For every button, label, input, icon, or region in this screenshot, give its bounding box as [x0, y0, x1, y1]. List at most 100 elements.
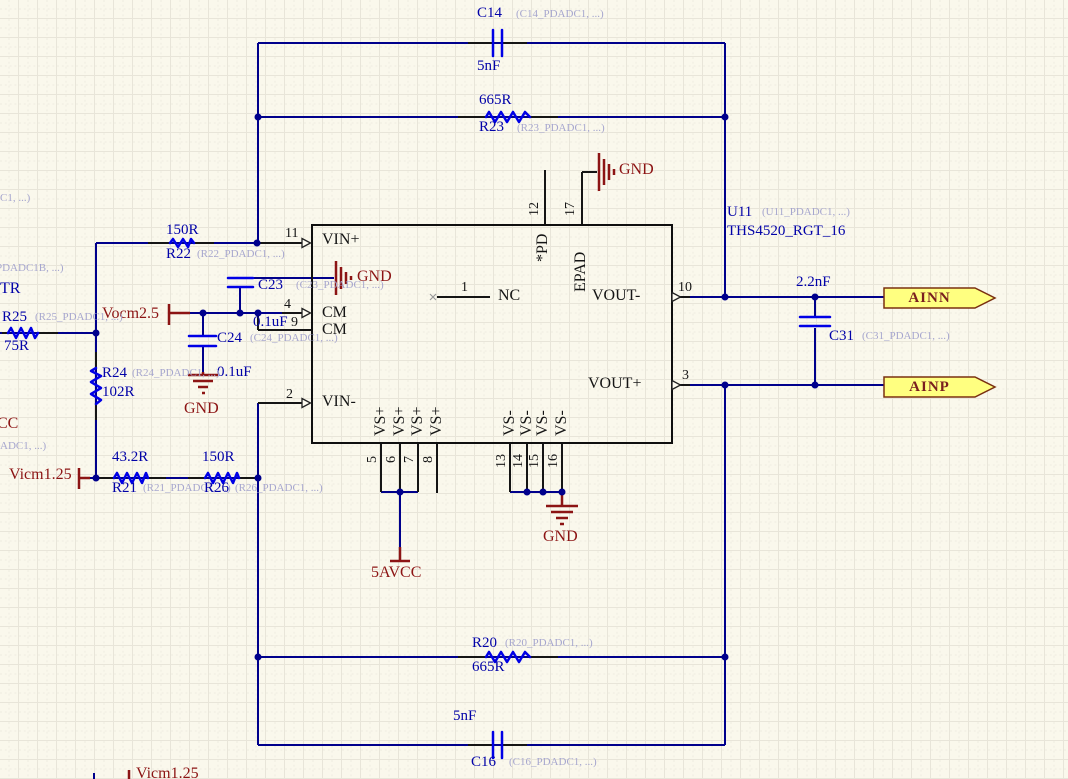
pin-num-2: 2: [286, 387, 293, 402]
capacitor-C24-icon[interactable]: [187, 334, 218, 348]
netlabel-vicm-tick[interactable]: [77, 468, 90, 489]
resistor-R23-icon[interactable]: [484, 110, 532, 124]
capacitor-C23-icon[interactable]: [226, 276, 255, 289]
pin-name-vinm: VIN-: [322, 393, 356, 410]
port-ainp-label[interactable]: AINP: [909, 379, 950, 395]
fragment-top-left: C1, ...): [0, 192, 31, 204]
netlabel-vocm-tick[interactable]: [167, 304, 190, 325]
pin-num-10: 10: [678, 280, 692, 295]
pin-name-cm2: CM: [322, 321, 347, 338]
gnd-c24-label[interactable]: GND: [184, 400, 219, 417]
ref-R24[interactable]: R24: [102, 365, 128, 381]
pin-name-nc: NC: [498, 287, 521, 304]
pin-name-vsm4: VS-: [553, 410, 570, 436]
ref-U11[interactable]: U11: [727, 204, 753, 220]
junction-dot: [254, 309, 262, 317]
ref-R23[interactable]: R23: [479, 119, 505, 135]
pin-name-vsm1: VS-: [501, 410, 518, 436]
val-R25[interactable]: 75R: [4, 338, 30, 354]
pin-num-4: 4: [284, 297, 291, 312]
val-C31[interactable]: 2.2nF: [796, 274, 831, 290]
ref-C14[interactable]: C14: [477, 5, 503, 21]
note-R21: (R21_PDADC1, ...): [143, 482, 231, 494]
pin-num-1: 1: [461, 280, 468, 295]
resistor-R26-icon[interactable]: [203, 471, 241, 485]
pin-name-vinp: VIN+: [322, 231, 360, 248]
port-ainn-shape[interactable]: [883, 287, 997, 309]
gnd-c24-icon[interactable]: [188, 372, 218, 395]
ref-C23[interactable]: C23: [258, 277, 284, 293]
ref-R26[interactable]: R26: [204, 480, 230, 496]
fragment-net-tr[interactable]: TR: [0, 280, 21, 297]
pin-name-vsp4: VS+: [428, 406, 445, 436]
capacitor-C14-icon[interactable]: [491, 28, 504, 58]
val-C14[interactable]: 5nF: [477, 58, 501, 74]
note-C31: (C31_PDADC1, ...): [862, 330, 950, 342]
pin-num-12: 12: [527, 202, 542, 216]
val-C24[interactable]: 0.1uF: [217, 364, 252, 380]
resistor-R20-icon[interactable]: [484, 650, 532, 664]
fragment-mid-note: PDADC1B, ...): [0, 262, 64, 274]
pin-num-16: 16: [546, 454, 561, 468]
val-R20[interactable]: 665R: [472, 659, 505, 675]
val-C23[interactable]: 0.1uF: [253, 314, 288, 330]
pin-name-voutp: VOUT+: [588, 375, 642, 392]
port-ainn-label[interactable]: AINN: [908, 290, 951, 306]
val-C16[interactable]: 5nF: [453, 708, 477, 724]
val-R24[interactable]: 102R: [102, 384, 135, 400]
pin2-arrow-icon: [301, 397, 312, 409]
gnd-c23-label[interactable]: GND: [357, 268, 392, 285]
val-R21[interactable]: 43.2R: [112, 449, 149, 465]
netlabel-vicm[interactable]: Vicm1.25: [9, 466, 72, 483]
capacitor-C16-icon[interactable]: [491, 730, 504, 760]
fragment-bottom-net[interactable]: Vicm1.25: [136, 765, 199, 779]
resistor-R21-icon[interactable]: [112, 471, 150, 485]
gnd-c23-icon[interactable]: [334, 261, 353, 295]
note-C23: (C23_PDADC1, ...): [296, 279, 384, 291]
val-R23[interactable]: 665R: [479, 92, 512, 108]
pin-num-14: 14: [511, 454, 526, 468]
gnd-epad-label[interactable]: GND: [619, 161, 654, 178]
resistor-R22-icon[interactable]: [168, 237, 196, 249]
ref-C31[interactable]: C31: [829, 328, 855, 344]
junction-dot: [539, 488, 547, 496]
pin-num-17: 17: [563, 202, 578, 216]
fragment-net-cc[interactable]: CC: [0, 415, 19, 432]
val-R26[interactable]: 150R: [202, 449, 235, 465]
wire-vout-plus[interactable]: [688, 328, 884, 386]
pin-num-3: 3: [682, 368, 689, 383]
gnd-vs-label[interactable]: GND: [543, 528, 578, 545]
gnd-epad-icon[interactable]: [597, 153, 616, 191]
ref-R20[interactable]: R20: [472, 635, 498, 651]
note-C16: (C16_PDADC1, ...): [509, 756, 597, 768]
power-5avcc-icon[interactable]: [390, 547, 410, 563]
port-ainp-shape[interactable]: [883, 376, 997, 398]
note-R23: (R23_PDADC1, ...): [517, 122, 605, 134]
pin-name-voutm: VOUT-: [592, 287, 641, 304]
gnd-vs-icon[interactable]: [546, 493, 578, 526]
ic-u11-body[interactable]: [311, 224, 673, 444]
ref-R21[interactable]: R21: [112, 480, 138, 496]
resistor-R25-icon[interactable]: [6, 326, 40, 340]
note-C14: (C14_PDADC1, ...): [516, 8, 604, 20]
pin11-arrow-icon: [301, 237, 312, 249]
ref-C24[interactable]: C24: [217, 330, 243, 346]
wire-c23-gnd[interactable]: [239, 277, 334, 313]
junction-dot: [811, 381, 819, 389]
power-5avcc-label[interactable]: 5AVCC: [371, 564, 422, 581]
resistor-R24-icon[interactable]: [89, 366, 103, 406]
junction-dot: [92, 329, 100, 337]
pin4-arrow-icon: [301, 307, 312, 319]
pin-name-cm1: CM: [322, 304, 347, 321]
note-R22: (R22_PDADC1, ...): [197, 248, 285, 260]
note-R20: (R20_PDADC1, ...): [505, 637, 593, 649]
part-U11[interactable]: THS4520_RGT_16: [727, 223, 846, 239]
ref-C16[interactable]: C16: [471, 754, 497, 770]
val-R22[interactable]: 150R: [166, 222, 199, 238]
netlabel-vocm[interactable]: Vocm2.5: [102, 305, 160, 322]
ref-R22[interactable]: R22: [166, 246, 192, 262]
ref-R25[interactable]: R25: [2, 309, 28, 325]
capacitor-C31-icon[interactable]: [798, 315, 832, 328]
